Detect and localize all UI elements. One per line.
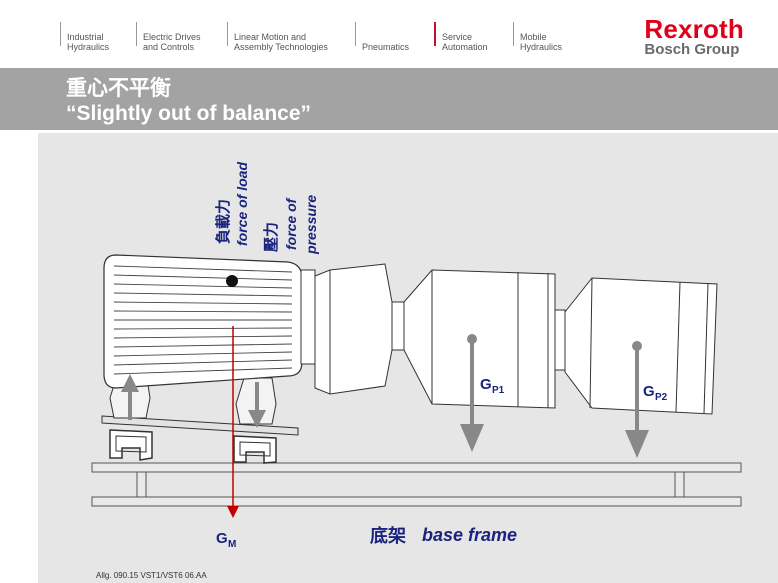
- top-navigation: Industrial Hydraulics Electric Drives an…: [0, 0, 778, 68]
- nav-item-industrial-hydraulics[interactable]: Industrial Hydraulics: [60, 22, 109, 52]
- gm-sub: M: [228, 539, 236, 550]
- nav-item-service-automation[interactable]: Service Automation: [434, 22, 488, 52]
- logo-brand: Rexroth: [644, 14, 744, 44]
- nav-item-line1: Mobile: [520, 32, 547, 42]
- gm-main: G: [216, 530, 228, 547]
- nav-item-line2: Automation: [442, 42, 488, 52]
- force-of-pressure-label: 壓力 force of pressure: [262, 195, 319, 255]
- nav-item-pneumatics[interactable]: Pneumatics: [355, 22, 409, 52]
- motor: [103, 254, 303, 389]
- title-bar: [0, 68, 778, 130]
- base-frame: [91, 462, 742, 507]
- base-frame-label-cn: 底架: [370, 525, 406, 546]
- nav-item-line2: Pneumatics: [362, 42, 410, 52]
- load-label-cn: 負載力: [214, 199, 232, 244]
- gp2-label: G P2: [643, 383, 668, 403]
- nav-item-line1: Electric Drives: [143, 32, 201, 42]
- page-title-english: “Slightly out of balance”: [66, 102, 312, 125]
- nav-item-line2: and Controls: [143, 42, 195, 52]
- nav-item-line2: Hydraulics: [520, 42, 563, 52]
- coupling: [300, 263, 405, 395]
- gravity-arrows: [121, 334, 649, 458]
- gp2-main: G: [643, 383, 655, 400]
- nav-item-line1: Service: [442, 32, 473, 42]
- logo-group: Bosch Group: [644, 41, 740, 58]
- gp1-label: G P1: [480, 376, 505, 396]
- pressure-label-en1: force of: [283, 197, 299, 250]
- nav-item-line1: Linear Motion and: [234, 32, 307, 42]
- nav-item-linear-motion[interactable]: Linear Motion and Assembly Technologies: [227, 22, 328, 52]
- gp1-main: G: [480, 376, 492, 393]
- gp2-sub: P2: [655, 392, 668, 403]
- pump-1: [403, 269, 566, 409]
- gm-label: G M: [216, 530, 236, 550]
- force-of-load-label: 負載力 force of load: [214, 162, 250, 246]
- base-frame-label: 底架 base frame: [370, 525, 517, 546]
- footer-reference: Allg. 090.15 VST1/VST6 06.AA: [96, 571, 207, 580]
- pressure-label-cn: 壓力: [262, 222, 280, 252]
- nav-item-mobile-hydraulics[interactable]: Mobile Hydraulics: [513, 22, 562, 52]
- nav-item-line2: Hydraulics: [67, 42, 110, 52]
- load-label-en: force of load: [234, 162, 250, 246]
- nav-item-electric-drives[interactable]: Electric Drives and Controls: [136, 22, 201, 52]
- gp1-sub: P1: [492, 385, 505, 396]
- page-title-chinese: 重心不平衡: [66, 77, 171, 100]
- nav-item-line1: Industrial: [67, 32, 104, 42]
- nav-item-line2: Assembly Technologies: [234, 42, 328, 52]
- rexroth-logo: Rexroth Bosch Group: [644, 16, 744, 58]
- divider: [0, 130, 778, 133]
- pressure-label-en2: pressure: [303, 195, 319, 255]
- base-frame-label-en: base frame: [422, 525, 517, 545]
